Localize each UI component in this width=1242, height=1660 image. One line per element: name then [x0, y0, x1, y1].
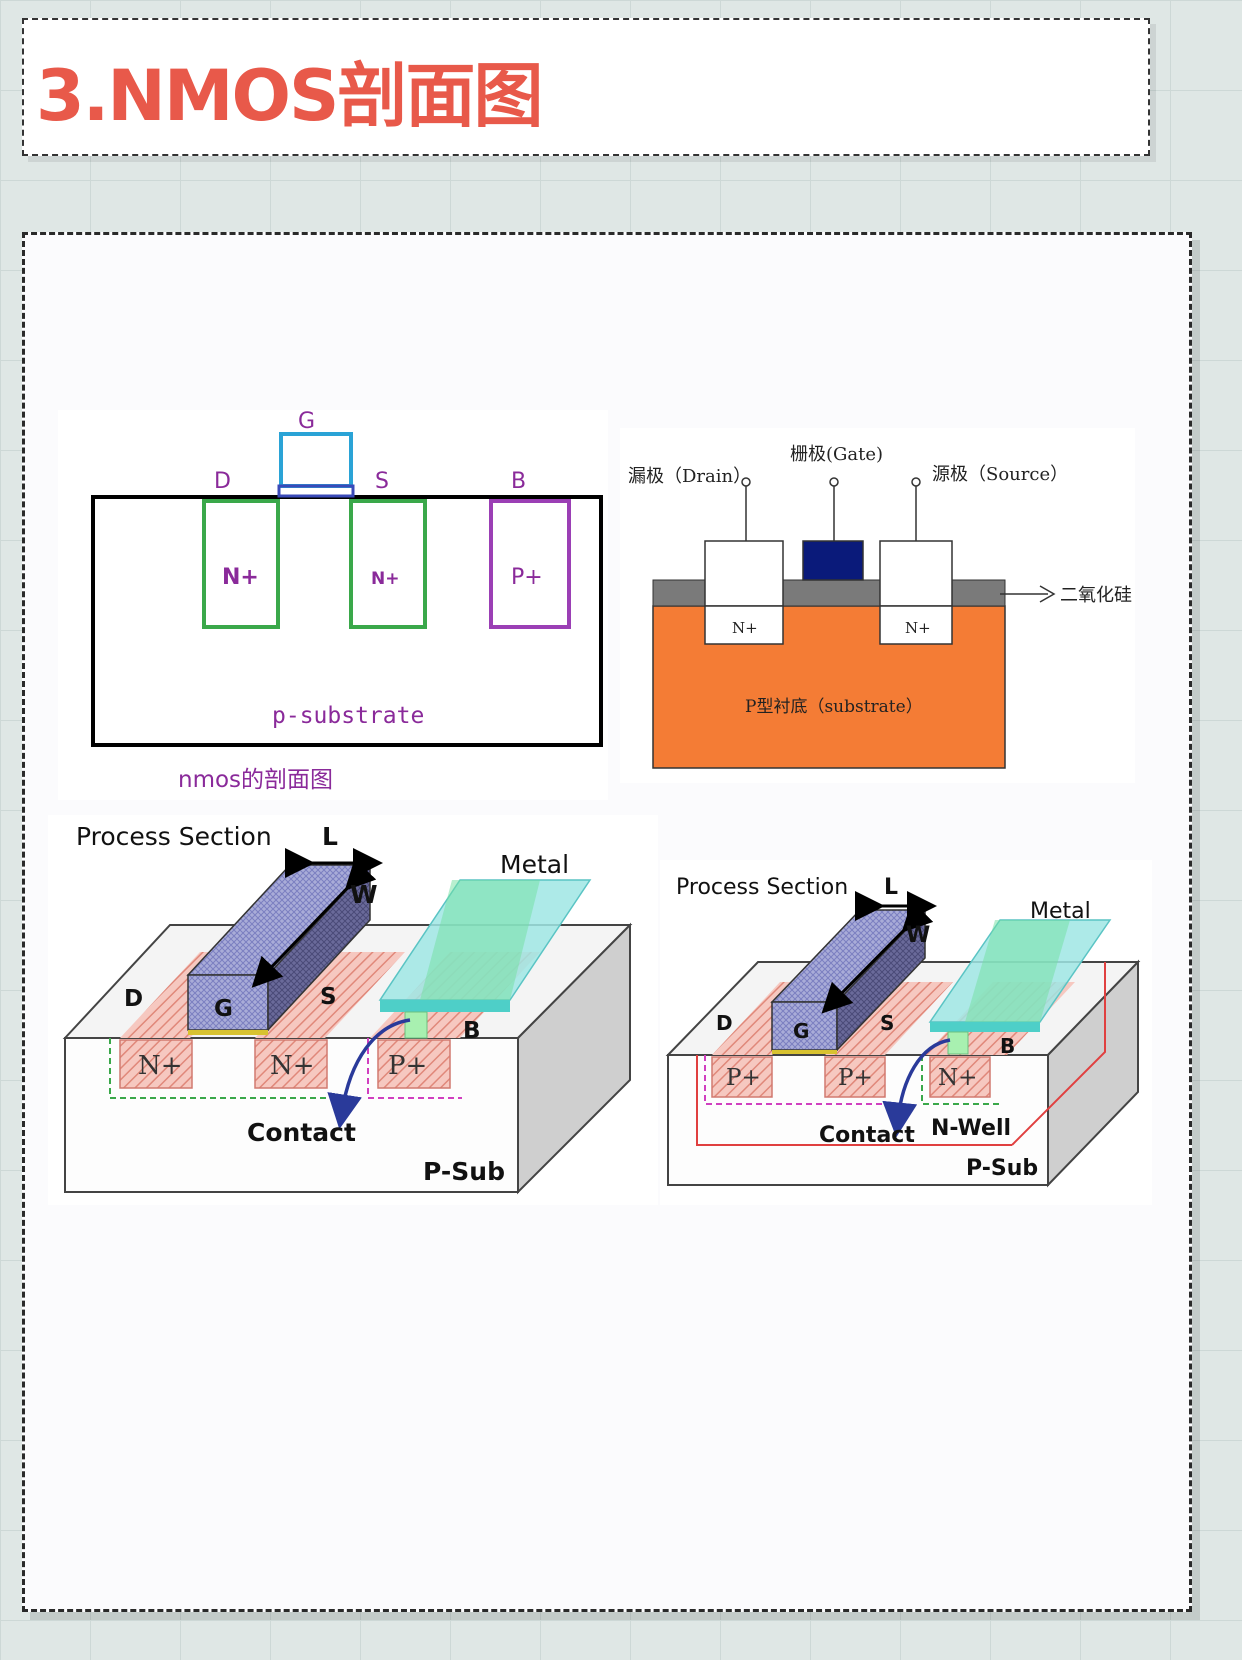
fig1-nmos-cross-section: G D S B N+ N+ P+ p-substrate nmos的剖面图	[58, 409, 608, 800]
fig3-nmos-3d-section: Process Section L W Metal D G S B N+ N+ …	[48, 815, 658, 1205]
fig2-label-oxide: 二氧化硅	[1060, 585, 1132, 606]
fig3-label-b: B	[463, 1018, 481, 1044]
fig2-source-contact	[879, 540, 953, 607]
fig1-label-n-right: N+	[371, 569, 399, 589]
fig3-label-g: G	[214, 996, 233, 1022]
fig2-drain-terminal	[741, 477, 751, 487]
fig1-label-p: P+	[511, 565, 543, 590]
fig1-caption: nmos的剖面图	[178, 767, 333, 793]
fig3-label-psub: P-Sub	[423, 1157, 505, 1186]
fig2-n-right	[879, 605, 953, 645]
fig3-p-well	[377, 1039, 451, 1089]
fig4-title: Process Section	[676, 875, 848, 900]
fig1-substrate-label: p-substrate	[272, 703, 424, 729]
fig4-label-contact: Contact	[819, 1123, 915, 1148]
fig1-p-region	[489, 499, 571, 629]
fig2-label-substrate: P型衬底（substrate）	[745, 697, 923, 717]
fig2-drain-contact	[704, 540, 784, 607]
fig1-n-region-right	[349, 499, 427, 629]
fig3-n-well-left	[119, 1039, 193, 1089]
page-title: 3.NMOS剖面图	[36, 55, 543, 137]
fig4-label-nwell: N-Well	[931, 1116, 1011, 1141]
fig2-source-terminal	[911, 477, 921, 487]
fig3-label-p: P+	[388, 1051, 427, 1081]
fig4-label-l: L	[884, 875, 898, 900]
fig1-label-n-left: N+	[222, 565, 259, 590]
fig2-label-n-right: N+	[905, 619, 931, 637]
fig3-block-side	[517, 922, 631, 1195]
title-banner	[22, 18, 1150, 156]
fig3-label-l: L	[322, 822, 338, 851]
fig3-label-n1: N+	[138, 1051, 183, 1081]
fig3-label-metal: Metal	[500, 850, 569, 879]
fig4-label-g: G	[793, 1019, 809, 1043]
fig3-title: Process Section	[76, 822, 272, 851]
fig1-gate-oxide	[277, 484, 355, 498]
fig1-label-d: D	[214, 469, 231, 494]
fig4-contact-via	[947, 1031, 969, 1055]
fig4-p-well-left	[711, 1056, 773, 1098]
fig4-label-d: D	[716, 1011, 733, 1035]
fig4-p-well-right	[824, 1056, 886, 1098]
fig4-n-well-contact	[929, 1056, 991, 1098]
fig4-n-well-outline	[696, 1055, 1012, 1146]
fig3-n-well-right	[254, 1039, 328, 1089]
fig1-label-g: G	[298, 409, 315, 434]
fig4-pmos-3d-section: Process Section L W Metal D G S B P+ P+ …	[660, 860, 1152, 1205]
fig4-label-metal: Metal	[1030, 899, 1091, 924]
fig2-label-n-left: N+	[732, 619, 758, 637]
fig1-label-b: B	[511, 469, 526, 494]
fig4-label-psub: P-Sub	[966, 1156, 1038, 1181]
fig3-label-w: W	[350, 880, 378, 909]
fig2-gate-terminal	[829, 477, 839, 487]
fig3-label-contact: Contact	[247, 1118, 356, 1147]
fig2-nmos-structure: N+ N+ 漏极（Drain） 栅极(Gate) 源极（Source） 二氧化硅…	[620, 428, 1135, 783]
fig4-label-w: W	[906, 923, 930, 948]
fig1-n-region-left	[202, 499, 280, 629]
fig2-label-drain: 漏极（Drain）	[628, 466, 751, 487]
fig2-label-source: 源极（Source）	[932, 464, 1068, 485]
fig3-contact-via	[404, 1011, 428, 1039]
fig4-label-n: N+	[938, 1065, 977, 1091]
fig2-n-left	[704, 605, 784, 645]
fig2-gate	[802, 540, 864, 581]
fig3-label-s: S	[320, 984, 337, 1010]
fig4-block-side	[1047, 959, 1139, 1188]
fig2-oxide-middle	[769, 579, 891, 607]
fig4-label-s: S	[880, 1011, 894, 1035]
fig3-label-d: D	[124, 986, 143, 1012]
fig4-label-p1: P+	[726, 1065, 761, 1091]
fig4-label-p2: P+	[838, 1065, 873, 1091]
fig2-label-gate: 栅极(Gate)	[790, 444, 883, 465]
fig3-label-n2: N+	[270, 1051, 315, 1081]
fig1-label-s: S	[375, 469, 389, 494]
fig4-label-b: B	[1000, 1034, 1015, 1058]
